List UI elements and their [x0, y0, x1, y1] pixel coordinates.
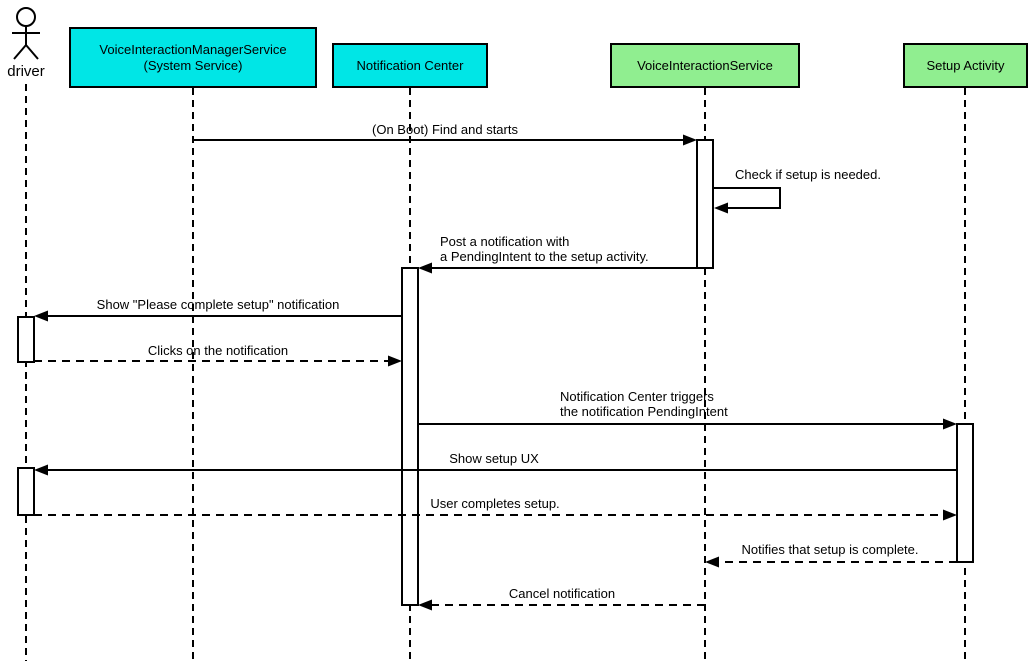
arrowhead-right: [943, 509, 957, 521]
message-label-user-completes-setup: User completes setup.: [430, 496, 560, 511]
message-label-cancel-notification: Cancel notification: [508, 586, 616, 601]
message-label-trigger-pendingintent: Notification Center triggers the notific…: [560, 389, 728, 419]
message-arrow-show-setup-ux: [34, 464, 957, 476]
message-arrow-trigger-pendingintent: [418, 418, 957, 430]
participant-notification-center: Notification Center: [332, 43, 488, 88]
arrowhead-left: [714, 202, 728, 214]
actor-leg-left: [13, 44, 27, 60]
participant-label-driver: driver: [7, 63, 45, 80]
actor-driver-figure: [12, 7, 40, 60]
message-label-on-boot-find-and-starts: (On Boot) Find and starts: [372, 122, 518, 137]
activation-driver-2: [17, 467, 35, 516]
message-arrow-notifies-setup-complete: [705, 556, 957, 568]
message-label-show-setup-ux: Show setup UX: [449, 451, 539, 466]
participant-voice-interaction-manager-service: VoiceInteractionManagerService (System S…: [69, 27, 317, 88]
message-arrows: [34, 134, 957, 611]
message-label-post-notification: Post a notification with a PendingIntent…: [440, 234, 649, 264]
message-label-check-if-setup-needed: Check if setup is needed.: [735, 167, 881, 182]
message-label-show-setup-notification: Show "Please complete setup" notificatio…: [96, 297, 340, 312]
activation-bars: [17, 139, 974, 606]
arrowhead-right: [683, 134, 697, 146]
arrowhead-left: [705, 556, 719, 568]
message-label-clicks-notification: Clicks on the notification: [147, 343, 289, 358]
actor-leg-right: [25, 44, 39, 60]
arrowhead-left: [418, 599, 432, 611]
message-arrow-post-notification: [418, 262, 697, 274]
message-arrow-check-if-setup-needed: [714, 187, 781, 214]
activation-setup-activity: [956, 423, 974, 563]
arrowhead-left: [34, 310, 48, 322]
participant-setup-activity: Setup Activity: [903, 43, 1028, 88]
message-label-notifies-setup-complete: Notifies that setup is complete.: [741, 542, 919, 557]
message-arrow-clicks-notification: [34, 355, 402, 367]
participant-voice-interaction-service: VoiceInteractionService: [610, 43, 800, 88]
arrowhead-right: [943, 418, 957, 430]
arrowhead-right: [388, 355, 402, 367]
lifelines: [25, 84, 966, 661]
message-arrow-show-setup-notification: [34, 310, 402, 322]
activation-notification-center: [401, 267, 419, 606]
activation-voice-interaction-service: [696, 139, 714, 269]
message-arrow-cancel-notification: [418, 599, 705, 611]
actor-head: [16, 7, 36, 27]
message-arrow-on-boot-find-and-starts: [193, 134, 697, 146]
arrowhead-left: [418, 262, 432, 274]
activation-driver-1: [17, 316, 35, 363]
arrowhead-left: [34, 464, 48, 476]
message-arrow-user-completes-setup: [34, 509, 957, 521]
